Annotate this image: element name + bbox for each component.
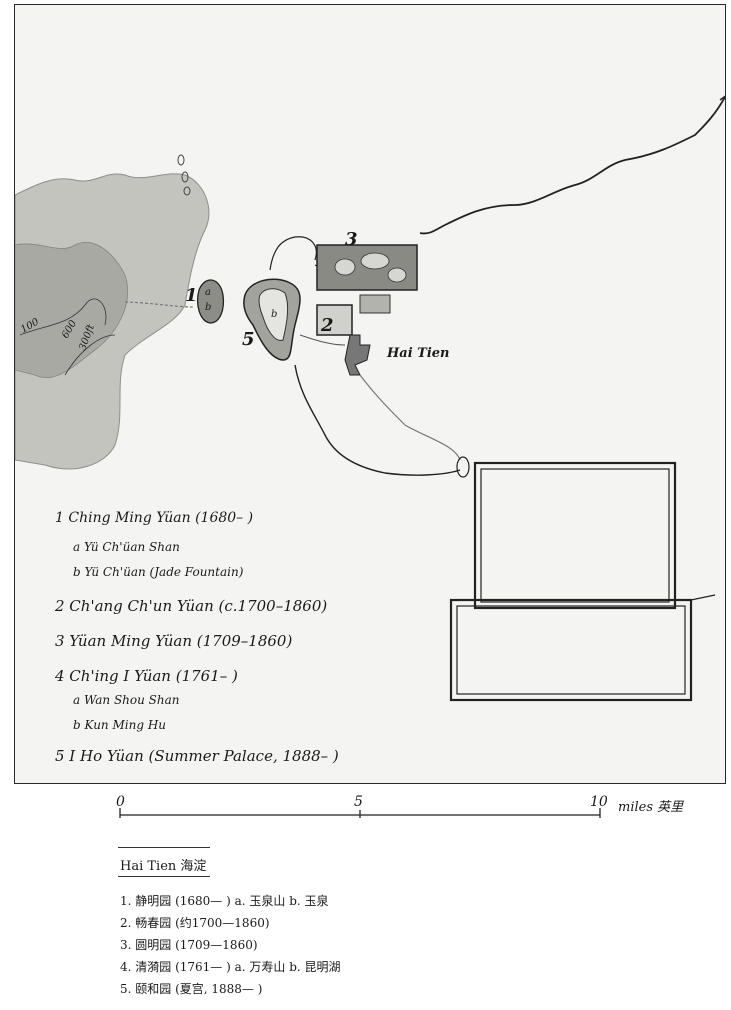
caption-line-5: 5. 颐和园 (夏宫, 1888— ) bbox=[120, 982, 263, 996]
caption-line-2: 2. 畅春园 (约1700—1860) bbox=[120, 916, 270, 930]
caption-rule bbox=[118, 847, 210, 848]
hai-tien-town bbox=[344, 334, 371, 376]
site-letter-b: b bbox=[271, 309, 277, 320]
peking-outer-city-wall bbox=[456, 605, 686, 695]
caption-line-4: 4. 清漪园 (1761— ) a. 万寿山 b. 昆明湖 bbox=[120, 960, 341, 974]
legend-item-5: 5 I Ho Yüan (Summer Palace, 1888– ) bbox=[55, 747, 339, 765]
small-hill bbox=[181, 171, 189, 183]
map-frame: 100 600 300ft 1 a b 5 b 3 2 Hai bbox=[14, 4, 726, 784]
contour-line bbox=[19, 298, 107, 336]
legend-item-3: 3 Yüan Ming Yüan (1709–1860) bbox=[55, 632, 293, 650]
site-2-park bbox=[316, 304, 353, 336]
scale-unit: miles 英里 bbox=[618, 800, 684, 815]
legend-item-2: 2 Ch'ang Ch'un Yüan (c.1700–1860) bbox=[55, 597, 328, 615]
caption-line-1: 1. 静明园 (1680— ) a. 玉泉山 b. 玉泉 bbox=[120, 894, 329, 908]
canal bbox=[299, 334, 346, 346]
small-hill bbox=[177, 154, 185, 166]
site-letter-a: a bbox=[205, 287, 211, 298]
legend-item-1: 1 Ching Ming Yüan (1680– ) bbox=[55, 510, 254, 526]
moat-stream bbox=[456, 456, 470, 478]
map-drawing: 100 600 300ft 1 a b 5 b 3 2 Hai bbox=[15, 95, 725, 702]
small-hill bbox=[183, 186, 191, 196]
site-number-1: 1 bbox=[185, 285, 198, 306]
hills-inner-ridge bbox=[15, 242, 129, 379]
site-number-3: 3 bbox=[345, 229, 358, 250]
canal bbox=[294, 364, 461, 476]
peking-inner-city bbox=[473, 461, 677, 610]
legend-item-1b: b Yü Ch'üan (Jade Fountain) bbox=[73, 565, 244, 579]
legend-item-4b: b Kun Ming Hu bbox=[73, 718, 167, 732]
caption-line-3: 3. 圆明园 (1709—1860) bbox=[120, 938, 258, 952]
canal bbox=[269, 236, 317, 271]
site-number-2: 2 bbox=[320, 315, 334, 336]
pond bbox=[334, 258, 356, 276]
canal bbox=[124, 301, 194, 308]
scale-label-ten: 10 bbox=[590, 794, 608, 810]
scale-label-zero: 0 bbox=[116, 794, 125, 810]
caption-rule bbox=[118, 876, 210, 877]
moat-stream bbox=[690, 594, 716, 601]
site-letter-b: b bbox=[205, 302, 211, 313]
peking-inner-city-wall bbox=[480, 468, 670, 603]
pond bbox=[387, 267, 407, 283]
town-label: Hai Tien bbox=[386, 346, 450, 361]
legend-item-4a: a Wan Shou Shan bbox=[73, 693, 180, 707]
canal bbox=[359, 374, 461, 461]
river bbox=[419, 96, 725, 235]
pond bbox=[360, 252, 390, 270]
caption-title: Hai Tien 海淀 bbox=[120, 859, 207, 874]
peking-outer-city bbox=[449, 598, 693, 702]
site-1-park bbox=[196, 279, 225, 324]
contour-line bbox=[64, 334, 116, 376]
kun-ming-lake bbox=[258, 288, 289, 341]
legend-item-1a: a Yü Ch'üan Shan bbox=[73, 540, 180, 554]
small-garden bbox=[359, 294, 391, 314]
site-number-5: 5 bbox=[242, 329, 255, 350]
river bbox=[719, 95, 725, 101]
scale-label-five: 5 bbox=[354, 794, 363, 810]
legend-item-4: 4 Ch'ing I Yüan (1761– ) bbox=[55, 667, 238, 685]
